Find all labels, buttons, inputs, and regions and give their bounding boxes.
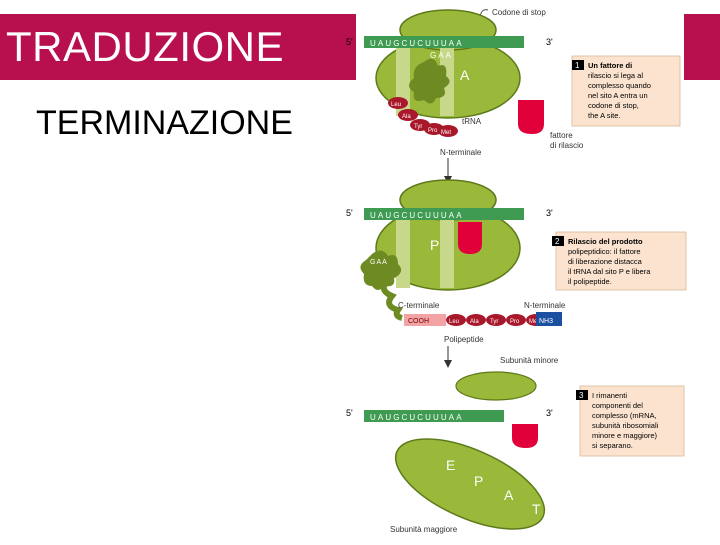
termination-diagram: Codone di stop 5' 3' UAUGCUCUUUAA GAA A … bbox=[346, 8, 687, 534]
amino-acid-chain-2: Leu Ala Tyr Pro Met bbox=[446, 314, 546, 326]
nh3-label: NH3 bbox=[539, 318, 553, 325]
title-accent-bar bbox=[684, 14, 720, 80]
step-3-line-6: si separano. bbox=[592, 441, 633, 450]
step-2-line-1: Rilascio del prodotto bbox=[568, 237, 643, 246]
step-1-line-6: the A site. bbox=[588, 111, 621, 120]
ribosome-groove-2a bbox=[396, 220, 410, 288]
five-prime-label-3: 5' bbox=[346, 408, 353, 418]
step-2-scene: 5' 3' UAUGCUCUUUAA P GAA C-terminale N-t… bbox=[346, 179, 687, 344]
polypeptide-label: Polipeptide bbox=[444, 335, 484, 344]
release-factor-label-1: fattore bbox=[550, 131, 573, 140]
step-2-info-box bbox=[555, 231, 687, 291]
mrna-strand-step-2 bbox=[364, 208, 524, 220]
three-prime-label-1: 3' bbox=[546, 37, 553, 47]
step-1-number: 1 bbox=[575, 61, 580, 70]
mrna-strand-step-3 bbox=[364, 410, 504, 422]
aa-pro-2: Pro bbox=[510, 319, 520, 325]
translation-termination-figure: Codone di stop 5' 3' UAUGCUCUUUAA GAA A … bbox=[340, 0, 720, 540]
trna-anticodon-2: GAA bbox=[370, 259, 388, 266]
release-factor-step-2 bbox=[458, 222, 482, 254]
cooh-block bbox=[404, 314, 446, 326]
step-1-line-4: nel sito A entra un bbox=[588, 91, 648, 100]
step-3-number: 3 bbox=[579, 391, 584, 400]
three-prime-label-3: 3' bbox=[546, 408, 553, 418]
mrna-sequence-3: UAUGCUCUUUAA bbox=[370, 413, 464, 422]
trna-label: tRNA bbox=[462, 117, 482, 126]
aa-leu-2: Leu bbox=[449, 319, 459, 325]
amino-acid-chain-1: Leu Ala Tyr Pro Met bbox=[388, 97, 458, 137]
site-p-label-2: P bbox=[430, 237, 439, 253]
slide-title: TRADUZIONE bbox=[6, 23, 284, 70]
step-1-info-box bbox=[571, 55, 681, 127]
slide-subtitle: TERMINAZIONE bbox=[36, 104, 293, 142]
release-factor-step-1 bbox=[518, 100, 544, 134]
aa-tyr-1: Tyr bbox=[414, 124, 422, 130]
release-factor-label-2: di rilascio bbox=[550, 141, 584, 150]
title-bar: TRADUZIONE bbox=[0, 14, 356, 80]
small-subunit-label: Subunità minore bbox=[500, 356, 559, 365]
site-p-label-3: P bbox=[474, 473, 483, 489]
step-3-line-2: componenti del bbox=[592, 401, 643, 410]
step-2-line-3: di liberazione distacca bbox=[568, 257, 643, 266]
three-prime-label-2: 3' bbox=[546, 208, 553, 218]
step-1-scene: Codone di stop 5' 3' UAUGCUCUUUAA GAA A … bbox=[346, 8, 681, 157]
step-3-info-box bbox=[579, 385, 685, 457]
trna-anticodon-1: GAA bbox=[430, 51, 453, 60]
nh3-block bbox=[536, 312, 562, 326]
site-a-label-3: A bbox=[504, 487, 514, 503]
site-t-label: T bbox=[532, 501, 541, 517]
step-3-line-1: I rimanenti bbox=[592, 391, 627, 400]
step-3-scene: Subunità minore 5' 3' UAUGCUCUUUAA E P A… bbox=[346, 356, 685, 534]
aa-met-2: Met bbox=[529, 319, 539, 325]
step-2-number: 2 bbox=[555, 237, 560, 246]
aa-tyr-2: Tyr bbox=[490, 319, 498, 325]
step-2-line-5: il polipeptide. bbox=[568, 277, 612, 286]
step-2-line-4: il tRNA dal sito P e libera bbox=[568, 267, 651, 276]
release-factor-step-3 bbox=[512, 424, 538, 448]
step-1-number-badge bbox=[572, 60, 584, 70]
site-e-label: E bbox=[446, 457, 455, 473]
trna-stem-2 bbox=[380, 277, 403, 321]
aa-pro-1: Pro bbox=[428, 128, 438, 134]
ribosome-groove-2b bbox=[440, 220, 454, 288]
step-3-line-4: subunità ribosomiali bbox=[592, 421, 659, 430]
step-1-line-2: rilascio si lega al bbox=[588, 71, 643, 80]
cooh-label: COOH bbox=[408, 318, 429, 325]
step-1-line-1: Un fattore di bbox=[588, 61, 632, 70]
step-2-number-badge bbox=[552, 236, 564, 246]
step-1-line-3: complesso quando bbox=[588, 81, 651, 90]
aa-ala-2: Ala bbox=[470, 319, 479, 325]
large-subunit-label: Subunità maggiore bbox=[390, 525, 458, 534]
site-a-label: A bbox=[460, 67, 470, 83]
trna-released-2 bbox=[360, 250, 402, 290]
five-prime-label-2: 5' bbox=[346, 208, 353, 218]
c-terminal-label: C-terminale bbox=[398, 301, 440, 310]
stop-codon-label: Codone di stop bbox=[492, 8, 546, 17]
step-3-line-3: complesso (mRNA, bbox=[592, 411, 657, 420]
five-prime-label-1: 5' bbox=[346, 37, 353, 47]
aa-ala-1: Ala bbox=[402, 114, 411, 120]
mrna-strand-step-1 bbox=[364, 36, 524, 48]
n-terminal-label-1: N-terminale bbox=[440, 148, 482, 157]
step-2-line-2: polipeptidico: il fattore bbox=[568, 247, 641, 256]
mrna-sequence-2: UAUGCUCUUUAA bbox=[370, 211, 464, 220]
step-3-line-5: minore e maggiore) bbox=[592, 431, 658, 440]
step-1-line-5: codone di stop, bbox=[588, 101, 639, 110]
small-subunit bbox=[455, 371, 537, 401]
aa-leu-1: Leu bbox=[391, 102, 401, 108]
step-3-number-badge bbox=[576, 390, 588, 400]
mrna-sequence-1: UAUGCUCUUUAA bbox=[370, 39, 464, 48]
trna-cloverleaf-1 bbox=[409, 58, 450, 104]
large-subunit bbox=[394, 438, 546, 530]
n-terminal-label-2: N-terminale bbox=[524, 301, 566, 310]
aa-met-1: Met bbox=[441, 130, 451, 136]
